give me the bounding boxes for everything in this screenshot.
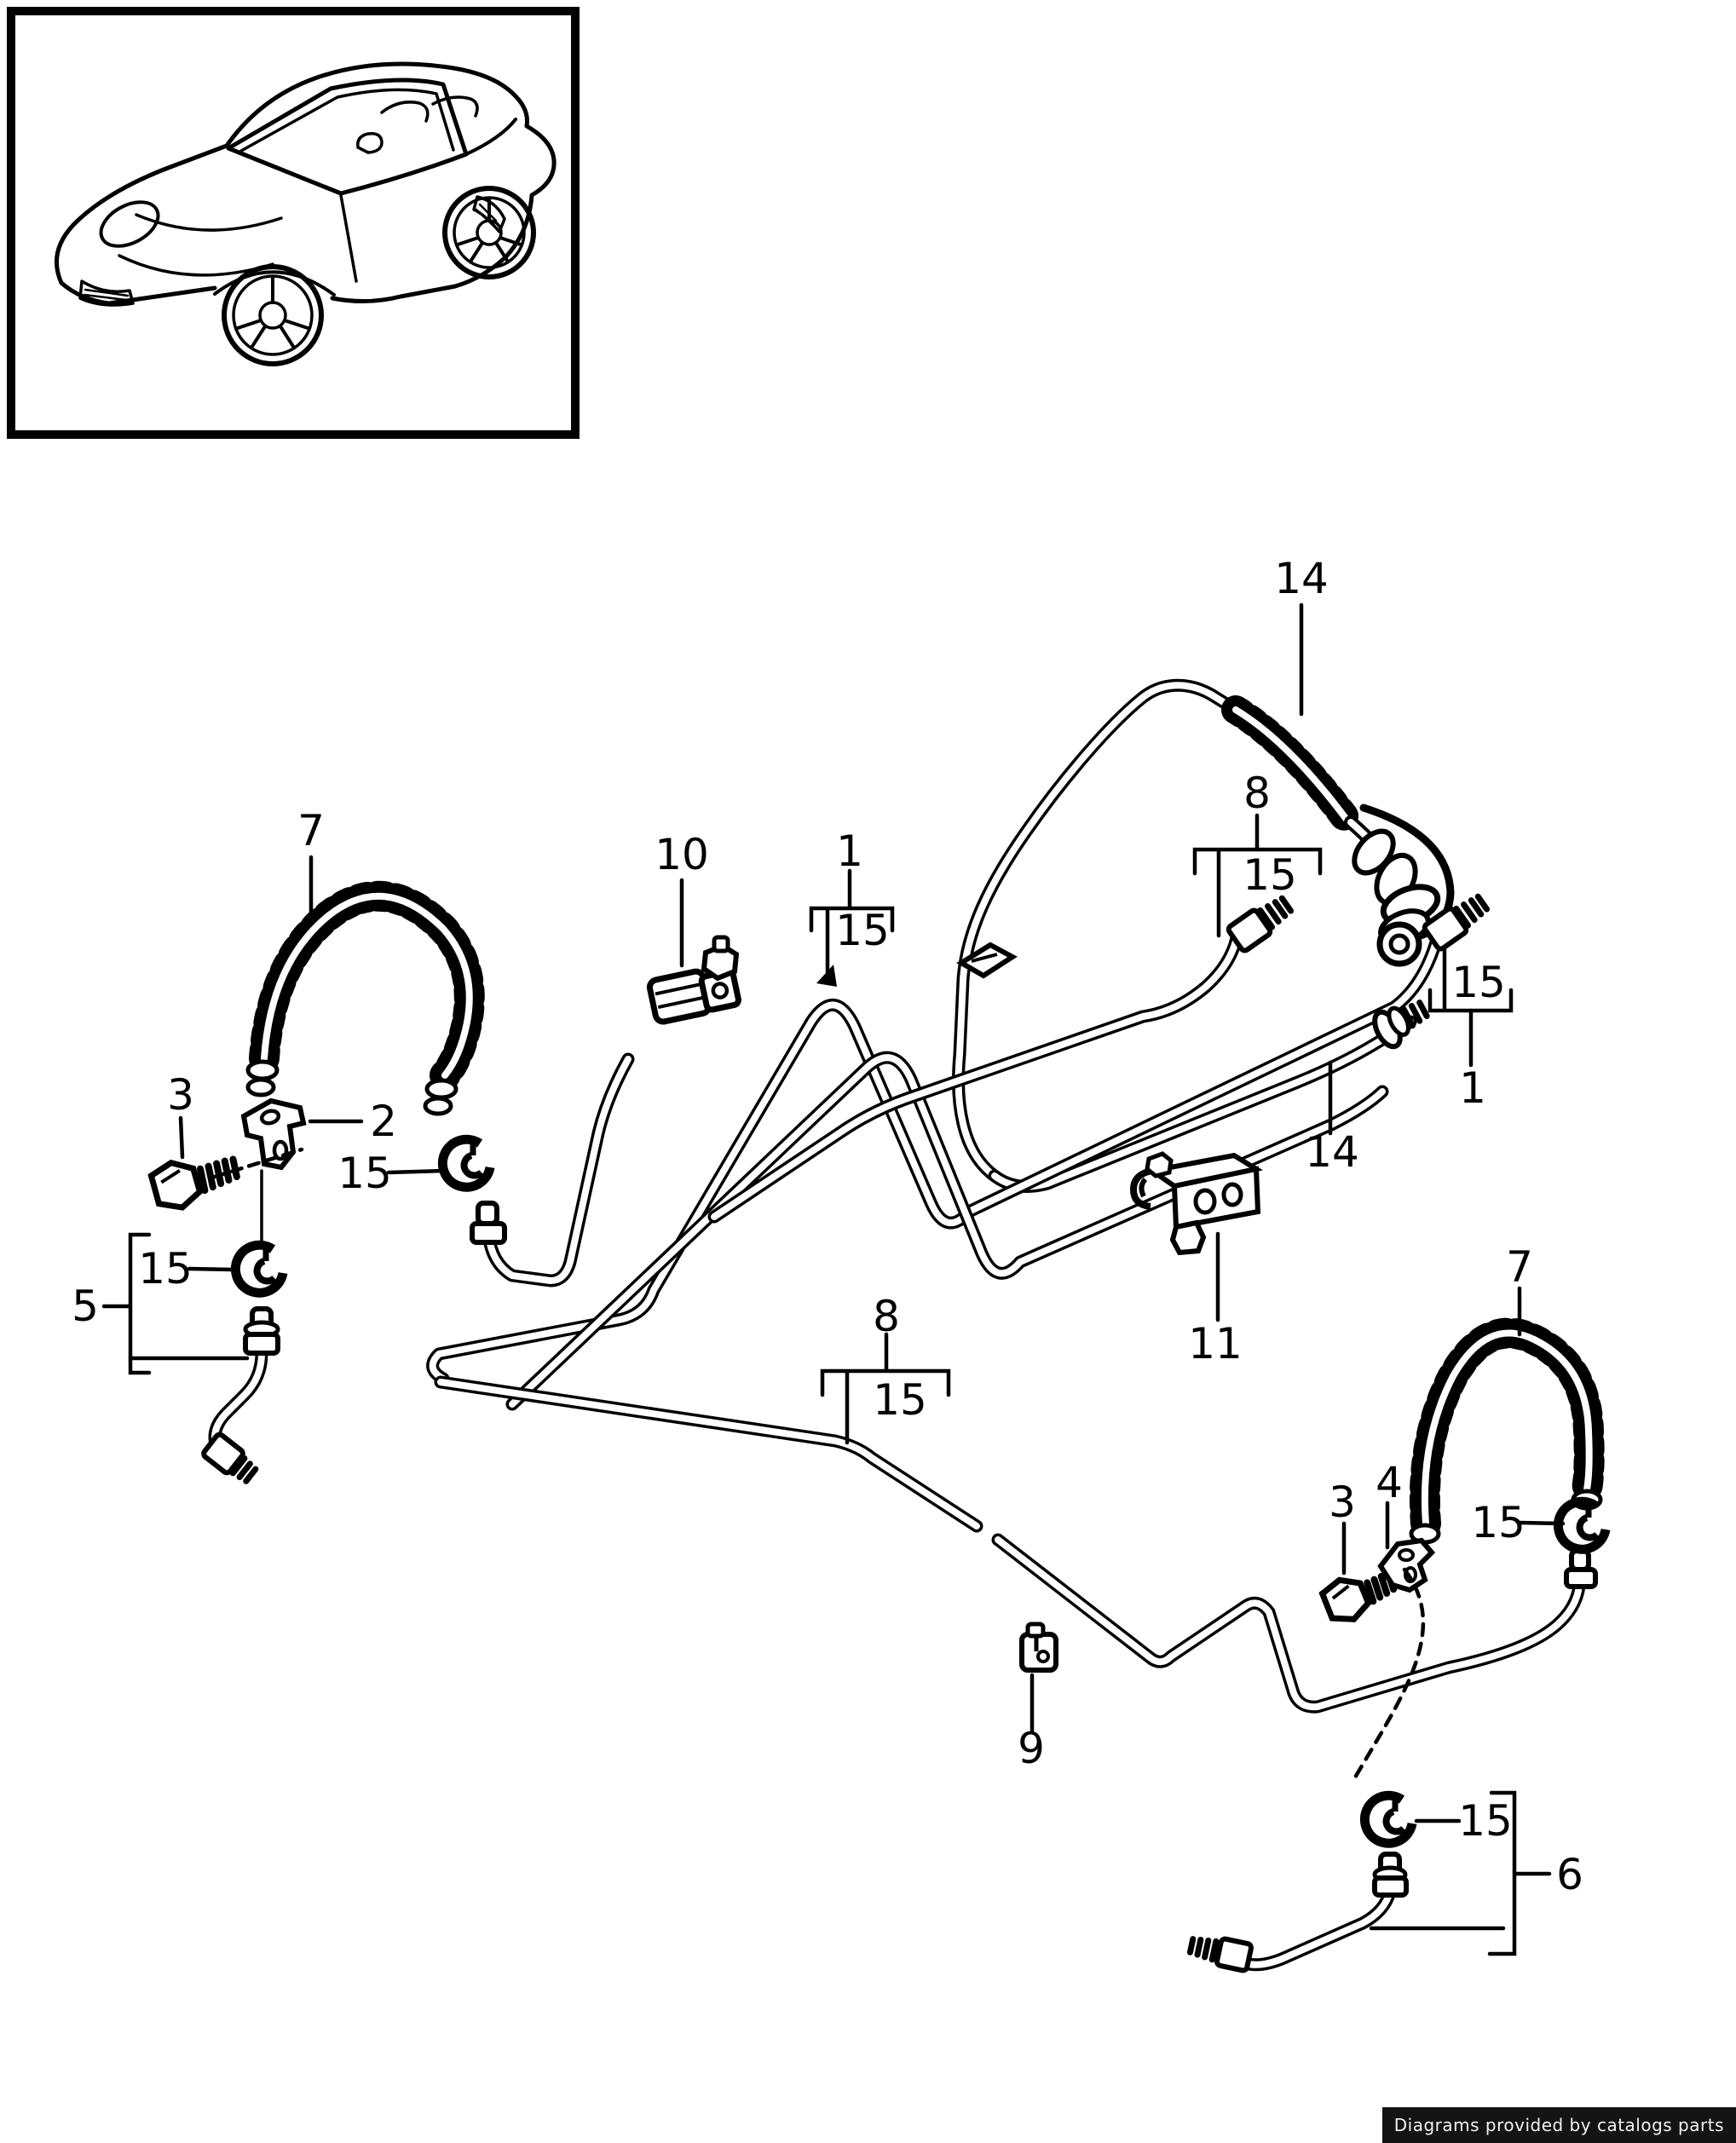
bolt-3-right xyxy=(1318,1570,1398,1622)
clamp-15-b xyxy=(230,1240,288,1298)
fittings xyxy=(201,893,1598,1973)
callout-label-8-center: 8 xyxy=(873,1292,900,1341)
vehicle-sketch xyxy=(54,61,557,366)
callout-label-15-topright: 15 xyxy=(1243,850,1297,900)
fuel-line-14-top xyxy=(952,678,1243,1183)
callout-label-15-midleft: 15 xyxy=(337,1149,392,1198)
fitting-union-line8 xyxy=(1226,895,1295,953)
callout-label-9: 9 xyxy=(1018,1724,1045,1773)
callout-label-15-right: 15 xyxy=(1451,958,1506,1007)
callout-labels: 14 8 15 7 10 1 15 15 1 14 3 2 15 5 15 8 … xyxy=(72,554,1583,1899)
fitting-pipe5-bottom xyxy=(201,1432,259,1484)
callout-label-5: 5 xyxy=(72,1282,99,1331)
callout-bracket-8-center xyxy=(820,1368,951,1397)
callout-label-7-right: 7 xyxy=(1506,1242,1533,1292)
callout-label-3-left: 3 xyxy=(167,1070,194,1120)
watermark-text: Diagrams provided by catalogs parts xyxy=(1393,2115,1724,2135)
fitting-pipe5-top xyxy=(243,1306,280,1356)
clamps xyxy=(230,1134,1611,1848)
leader-15-rightmid xyxy=(1518,1520,1566,1526)
clamp-15-a xyxy=(437,1134,495,1192)
callout-label-10: 10 xyxy=(655,830,709,879)
callout-label-15-center: 15 xyxy=(835,906,890,955)
brake-line-1-main xyxy=(426,930,1445,1385)
fitting-union-line1 xyxy=(1422,893,1491,952)
callout-bracket-1-center xyxy=(809,906,895,933)
callout-label-8-topright: 8 xyxy=(1243,769,1271,818)
clamp-15-d xyxy=(1359,1790,1417,1848)
callout-label-1-right: 1 xyxy=(1459,1063,1486,1113)
callout-bracket-8-topright xyxy=(1192,847,1323,876)
callout-label-1-center: 1 xyxy=(836,827,863,876)
pipe-s-vertical-fitting xyxy=(482,1052,635,1288)
callout-bracket-5 xyxy=(128,1232,152,1375)
bolt-3-left xyxy=(147,1155,240,1211)
fuel-line-8-lower xyxy=(434,1375,1586,1714)
callout-label-14-top: 14 xyxy=(1274,554,1329,603)
vehicle-thumbnail-box xyxy=(7,7,580,439)
callout-label-6: 6 xyxy=(1556,1850,1583,1899)
watermark-banner: Diagrams provided by catalogs parts xyxy=(1381,2107,1736,2143)
callout-label-2: 2 xyxy=(370,1097,397,1146)
callout-label-15-leftlower: 15 xyxy=(138,1244,193,1293)
pipe14-mounting-tab xyxy=(956,942,1018,979)
fitting-collar-line14 xyxy=(1372,999,1430,1050)
callout-label-15-centerlower: 15 xyxy=(873,1375,927,1425)
leader-3-left xyxy=(178,1115,185,1160)
fitting-pipe6-elbow xyxy=(1372,1852,1409,1898)
leader-arrow-15-center xyxy=(816,965,837,987)
callout-label-11: 11 xyxy=(1188,1319,1243,1368)
callout-label-4: 4 xyxy=(1376,1458,1403,1507)
fitting-pipe6-end xyxy=(1186,1936,1254,1973)
callout-label-15-rightmid: 15 xyxy=(1471,1498,1525,1547)
clip-9 xyxy=(1019,1622,1058,1673)
leader-15-midleft xyxy=(386,1168,446,1175)
flex-hose-7-left xyxy=(245,880,485,1116)
clamp-15-c xyxy=(1553,1496,1611,1554)
callout-leaders xyxy=(101,602,1566,1956)
dashed-bracket4-to-clamp xyxy=(1352,1567,1426,1780)
fitting-vertical-spipe xyxy=(470,1201,507,1245)
hose-14-corrugated xyxy=(1221,695,1362,835)
dashed-bolt3-left xyxy=(212,1147,304,1179)
callout-label-14-right: 14 xyxy=(1305,1127,1359,1177)
fitting-vertical-right xyxy=(1564,1548,1598,1589)
flex-hose-7-right xyxy=(1409,1317,1605,1545)
brake-line-zigzag-second xyxy=(505,1051,1389,1411)
pipe-6 xyxy=(1231,1885,1397,1972)
flex-hoses xyxy=(245,695,1605,1545)
clip-10 xyxy=(646,935,741,1025)
callout-label-3-right: 3 xyxy=(1329,1478,1356,1527)
fuel-line-8-upper xyxy=(707,927,1244,1224)
callout-label-7-left: 7 xyxy=(297,806,325,855)
junction-block-11 xyxy=(1129,1151,1263,1256)
callout-label-15-bottomright: 15 xyxy=(1458,1796,1513,1846)
leader-15-leftlower xyxy=(187,1266,236,1272)
